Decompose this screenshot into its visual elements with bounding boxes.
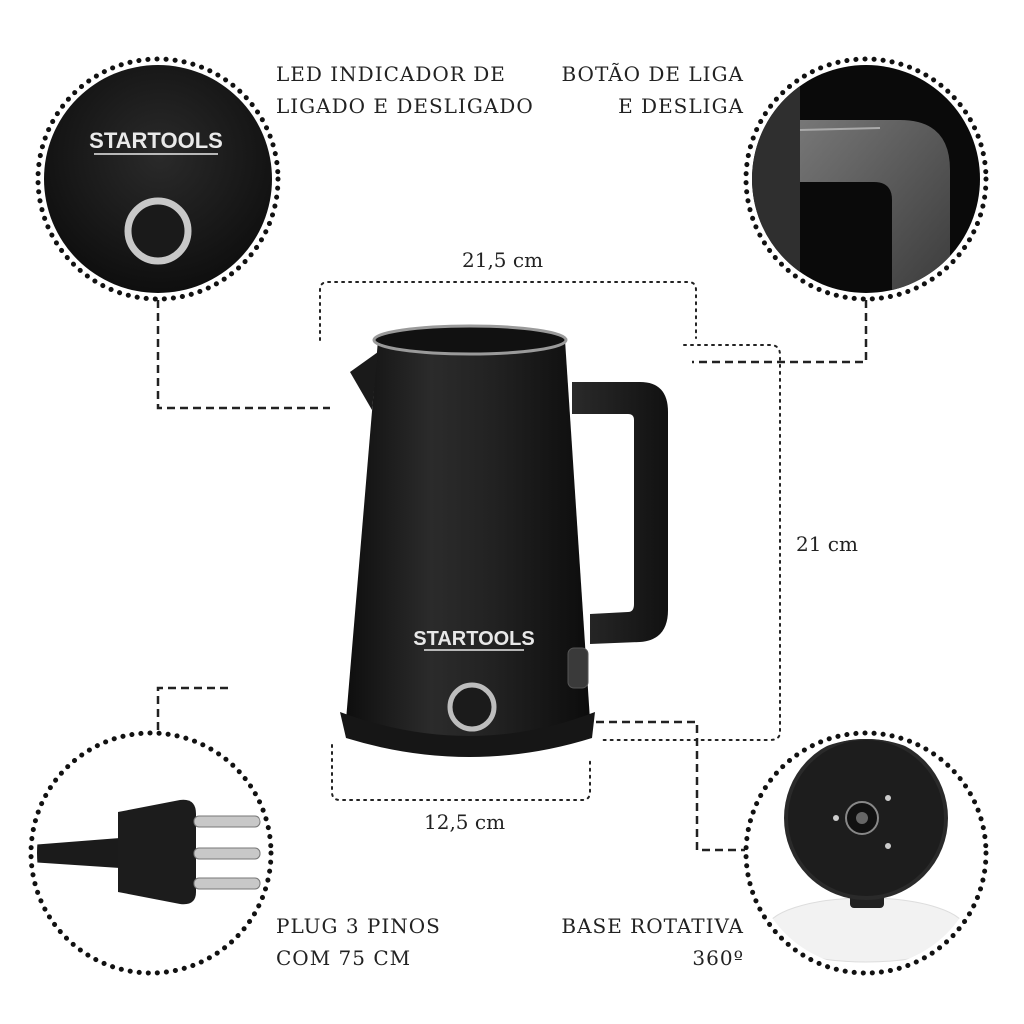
base-callout-line-2: 360º — [692, 946, 744, 970]
button-callout-label: BOTÃO DE LIGA E DESLIGA — [561, 58, 744, 122]
kettle: STARTOOLS — [340, 324, 668, 757]
callout-leaders — [156, 300, 868, 852]
zoom-brand-logo: STARTOOLS — [89, 128, 223, 153]
zoom-button — [743, 56, 989, 302]
kettle-switch — [567, 647, 589, 689]
kettle-base — [340, 712, 595, 757]
led-callout-line-1: LED INDICADOR DE — [276, 62, 506, 86]
led-callout-line-2: LIGADO E DESLIGADO — [276, 94, 534, 118]
zoom-base — [743, 730, 989, 976]
button-callout-line-1: BOTÃO DE LIGA — [561, 62, 744, 86]
button-callout-line-2: E DESLIGA — [618, 94, 744, 118]
kettle-lid — [372, 324, 568, 356]
plug-leader — [156, 686, 228, 730]
kettle-spout — [350, 352, 378, 410]
kettle-brand-logo: STARTOOLS — [413, 628, 534, 650]
led-callout-label: LED INDICADOR DE LIGADO E DESLIGADO — [276, 58, 534, 122]
width-bottom-guide — [331, 744, 591, 801]
dimension-width-bottom: 12,5 cm — [424, 810, 506, 834]
plug-callout-label: PLUG 3 PINOS COM 75 CM — [276, 910, 441, 974]
kettle-handle — [572, 382, 668, 644]
dimension-guides — [319, 281, 781, 801]
height-guide — [599, 344, 781, 741]
dimension-height: 21 cm — [796, 532, 858, 556]
zoom-plug — [28, 730, 274, 976]
led-leader — [156, 300, 330, 410]
dimension-width-top: 21,5 cm — [462, 248, 544, 272]
kettle-body — [346, 340, 590, 740]
kettle-led-ring — [447, 682, 497, 732]
base-callout-line-1: BASE ROTATIVA — [561, 914, 744, 938]
button-leader — [692, 300, 868, 364]
led-ring-zoom — [124, 197, 192, 265]
base-leader — [596, 720, 745, 852]
base-callout-label: BASE ROTATIVA 360º — [561, 910, 744, 974]
plug-callout-line-2: COM 75 CM — [276, 946, 412, 970]
zoom-led: STARTOOLS — [35, 56, 281, 302]
plug-callout-line-1: PLUG 3 PINOS — [276, 914, 441, 938]
